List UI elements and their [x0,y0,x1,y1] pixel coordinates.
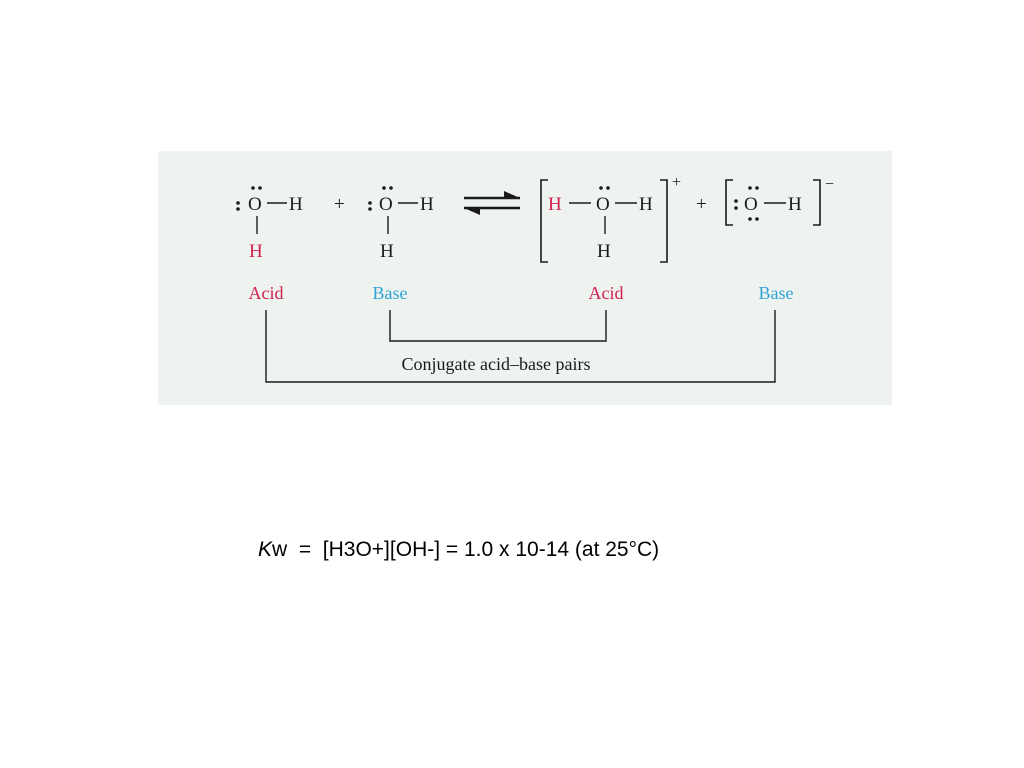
lone-pair-dot [734,199,738,203]
outer-pair-connector [265,310,776,383]
k-symbol: K [258,538,273,561]
lone-pair-dot [368,207,372,211]
acidic-hydrogen-atom: H [249,241,263,262]
hydrogen-atom: H [597,241,611,262]
lone-pair-dot [599,186,603,190]
autoionization-figure: O H H + O H H [158,151,892,405]
right-bracket [660,179,668,263]
negative-charge: − [825,176,834,193]
hydrogen-atom: H [380,241,394,262]
plus-sign: + [696,194,707,215]
reactant-water-acid: O H H [236,186,303,262]
label-base-1: Base [373,283,408,303]
lone-pair-dot [236,201,240,205]
lone-pair-dot [755,186,759,190]
oxygen-atom: O [744,194,758,215]
label-base-2: Base [759,283,794,303]
equilibrium-arrows-icon [464,191,520,215]
hydrogen-atom: H [420,194,434,215]
lone-pair-dot [368,201,372,205]
hydrogen-atom: H [289,194,303,215]
product-hydroxide: O H − [725,176,834,226]
left-bracket [725,179,733,226]
oxygen-atom: O [248,194,262,215]
lone-pair-dot [251,186,255,190]
inner-pair-connector [389,310,607,342]
hydrogen-atom: H [548,194,562,215]
lone-pair-dot [606,186,610,190]
lone-pair-dot [748,186,752,190]
label-backdrop [366,349,628,375]
reaction-diagram: O H H + O H H [236,174,834,383]
kw-equation: Kw = [H3O+][OH-] = 1.0 x 10-14 (at 25°C) [258,538,659,562]
product-hydronium: H O H H + [540,174,681,263]
hydrogen-atom: H [788,194,802,215]
label-acid-1: Acid [249,283,284,303]
oxygen-atom: O [596,194,610,215]
lone-pair-dot [382,186,386,190]
kw-equation-text: w = [H3O+][OH-] = 1.0 x 10-14 (at 25°C) [272,538,660,561]
lone-pair-dot [748,217,752,221]
lone-pair-dot [734,206,738,210]
left-bracket [540,179,548,263]
right-bracket [813,179,821,226]
label-acid-2: Acid [589,283,624,303]
lone-pair-dot [236,207,240,211]
lone-pair-dot [258,186,262,190]
lone-pair-dot [389,186,393,190]
plus-sign: + [334,194,345,215]
positive-charge: + [672,174,681,191]
oxygen-atom: O [379,194,393,215]
hydrogen-atom: H [639,194,653,215]
conjugate-pairs-label: Conjugate acid–base pairs [402,354,591,374]
lone-pair-dot [755,217,759,221]
reactant-water-base: O H H [368,186,434,262]
